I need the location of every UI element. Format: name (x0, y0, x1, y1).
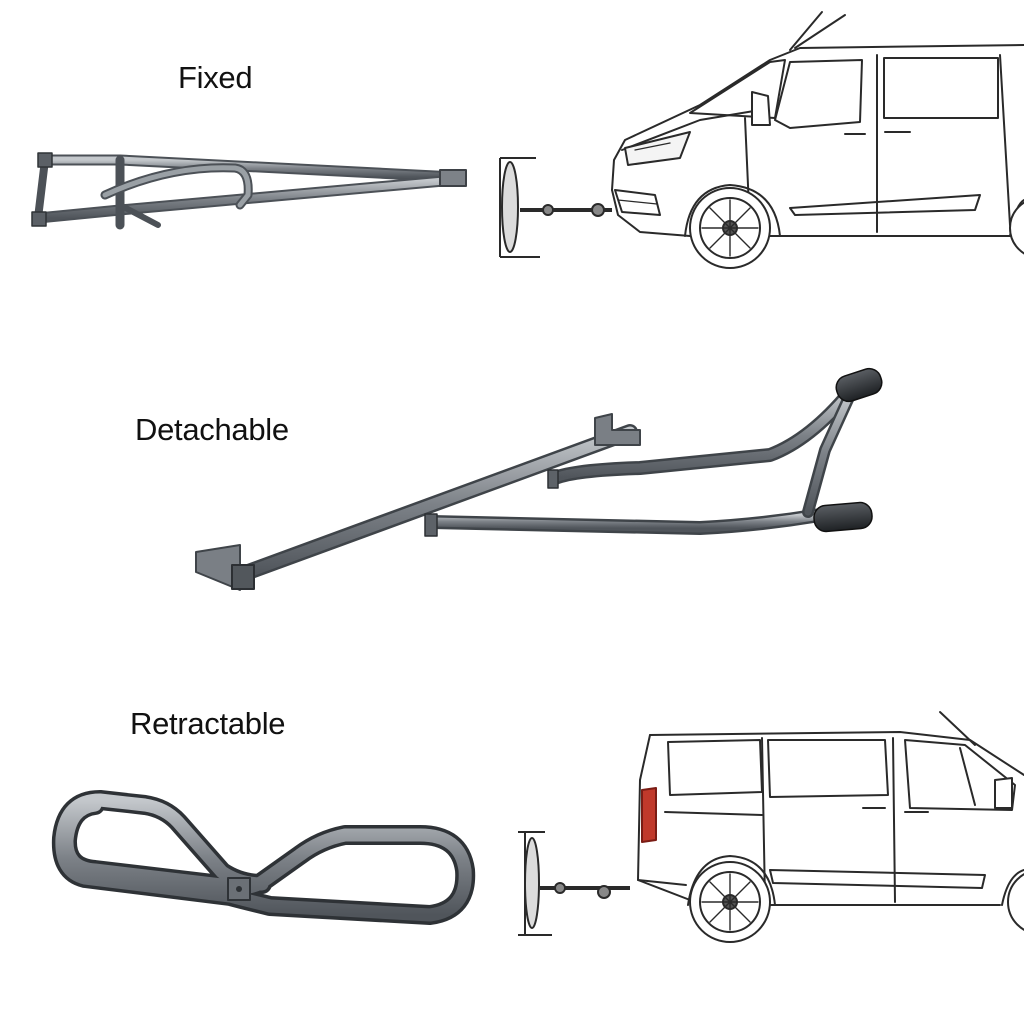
detachable-label: Detachable (135, 412, 289, 447)
retractable-tow-bar (51, 790, 476, 925)
tow-connector-bottom (518, 831, 630, 936)
tow-connector-top (499, 157, 612, 258)
retractable-label: Retractable (130, 706, 286, 741)
fixed-label: Fixed (178, 60, 253, 95)
fixed-tow-bar (31, 152, 467, 230)
van-front-top (611, 11, 1024, 269)
van-rear-bottom (637, 711, 1024, 943)
detachable-tow-bar (195, 367, 883, 591)
